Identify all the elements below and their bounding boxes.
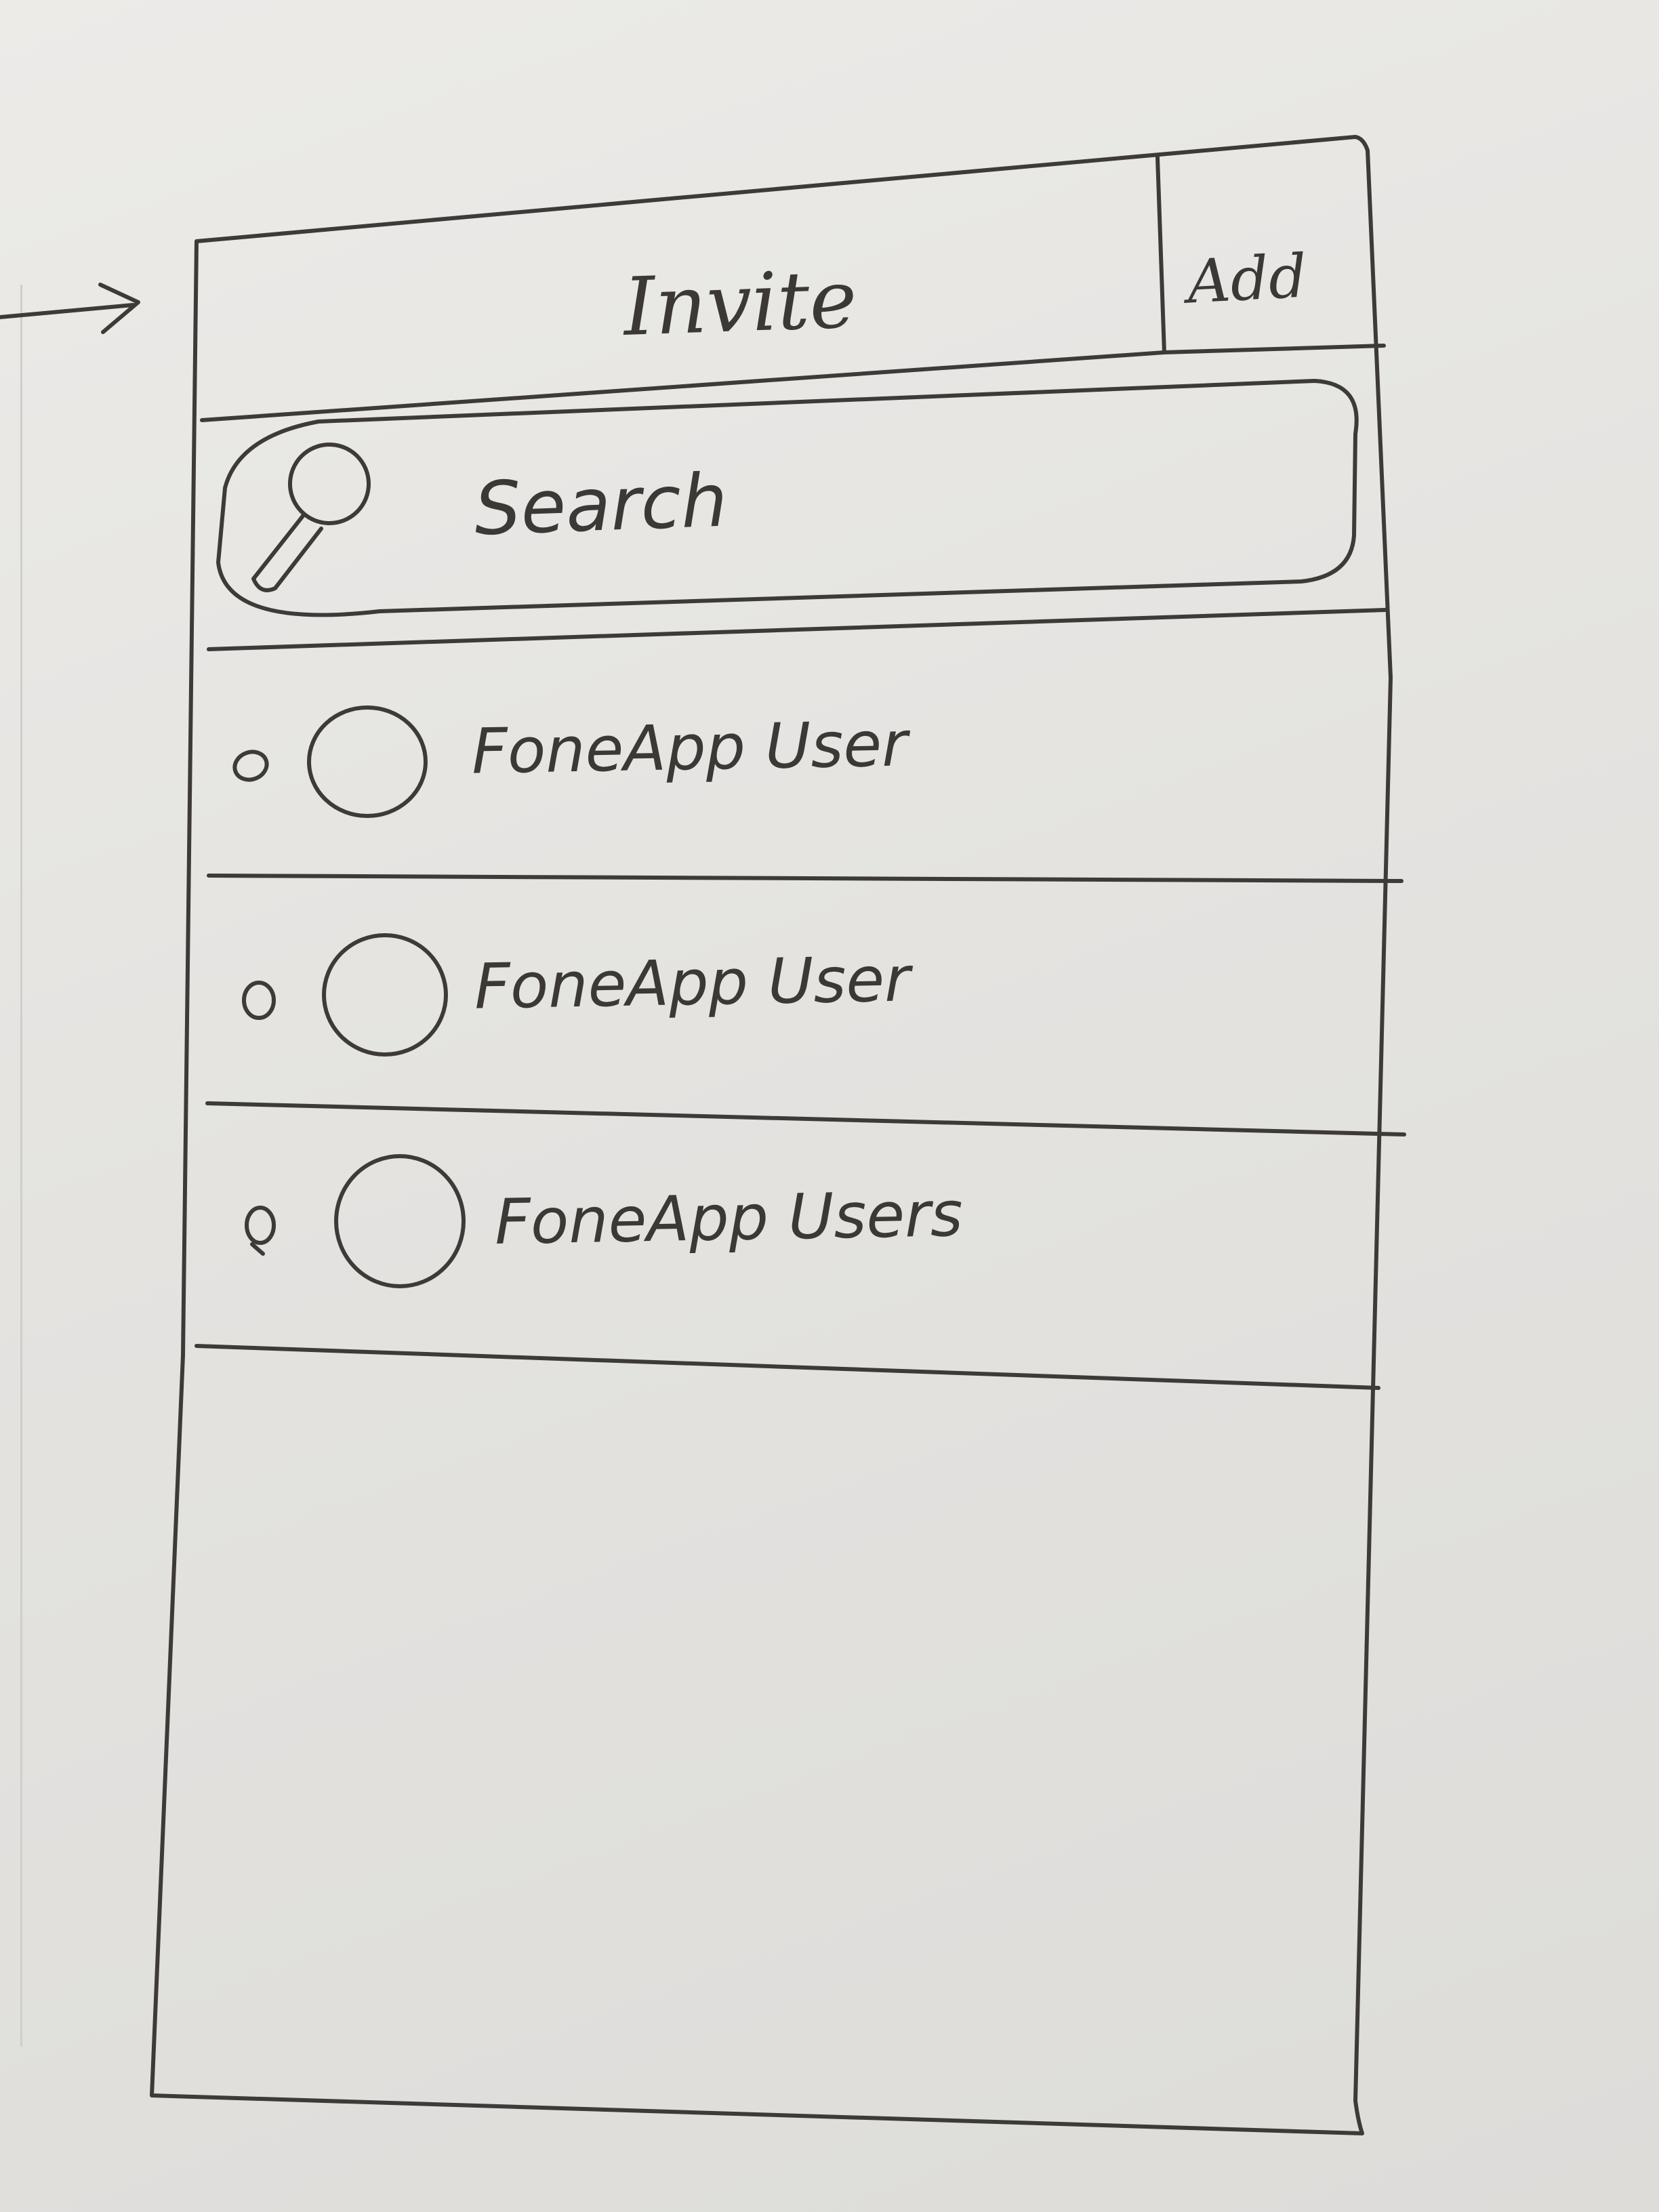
row-divider-1 — [207, 874, 1404, 883]
list-item[interactable] — [203, 1111, 1396, 1342]
entry-arrow — [0, 303, 135, 319]
list-item[interactable] — [210, 881, 1396, 1105]
add-divider — [1155, 155, 1166, 354]
avatar-1 — [307, 705, 428, 818]
radio-icon-2 — [242, 981, 276, 1020]
radio-icon-1 — [232, 750, 269, 782]
row-divider-2 — [205, 1101, 1406, 1136]
avatar-2 — [322, 933, 448, 1057]
entry-arrow-head — [98, 283, 140, 334]
page-title: Invite — [621, 252, 859, 354]
search-input[interactable] — [224, 393, 1349, 610]
row-divider-3 — [194, 1344, 1380, 1390]
radio-tail-3 — [250, 1242, 265, 1256]
radio-icon-3 — [245, 1206, 276, 1245]
add-bottom-divider — [1162, 344, 1386, 354]
phone-frame — [150, 135, 1393, 2135]
search-divider — [207, 608, 1387, 651]
whiteboard-edge — [0, 285, 22, 2047]
list-item[interactable] — [210, 657, 1389, 872]
avatar-3 — [334, 1154, 466, 1288]
empty-content-area — [176, 1396, 1369, 2074]
add-button[interactable] — [1163, 160, 1380, 350]
